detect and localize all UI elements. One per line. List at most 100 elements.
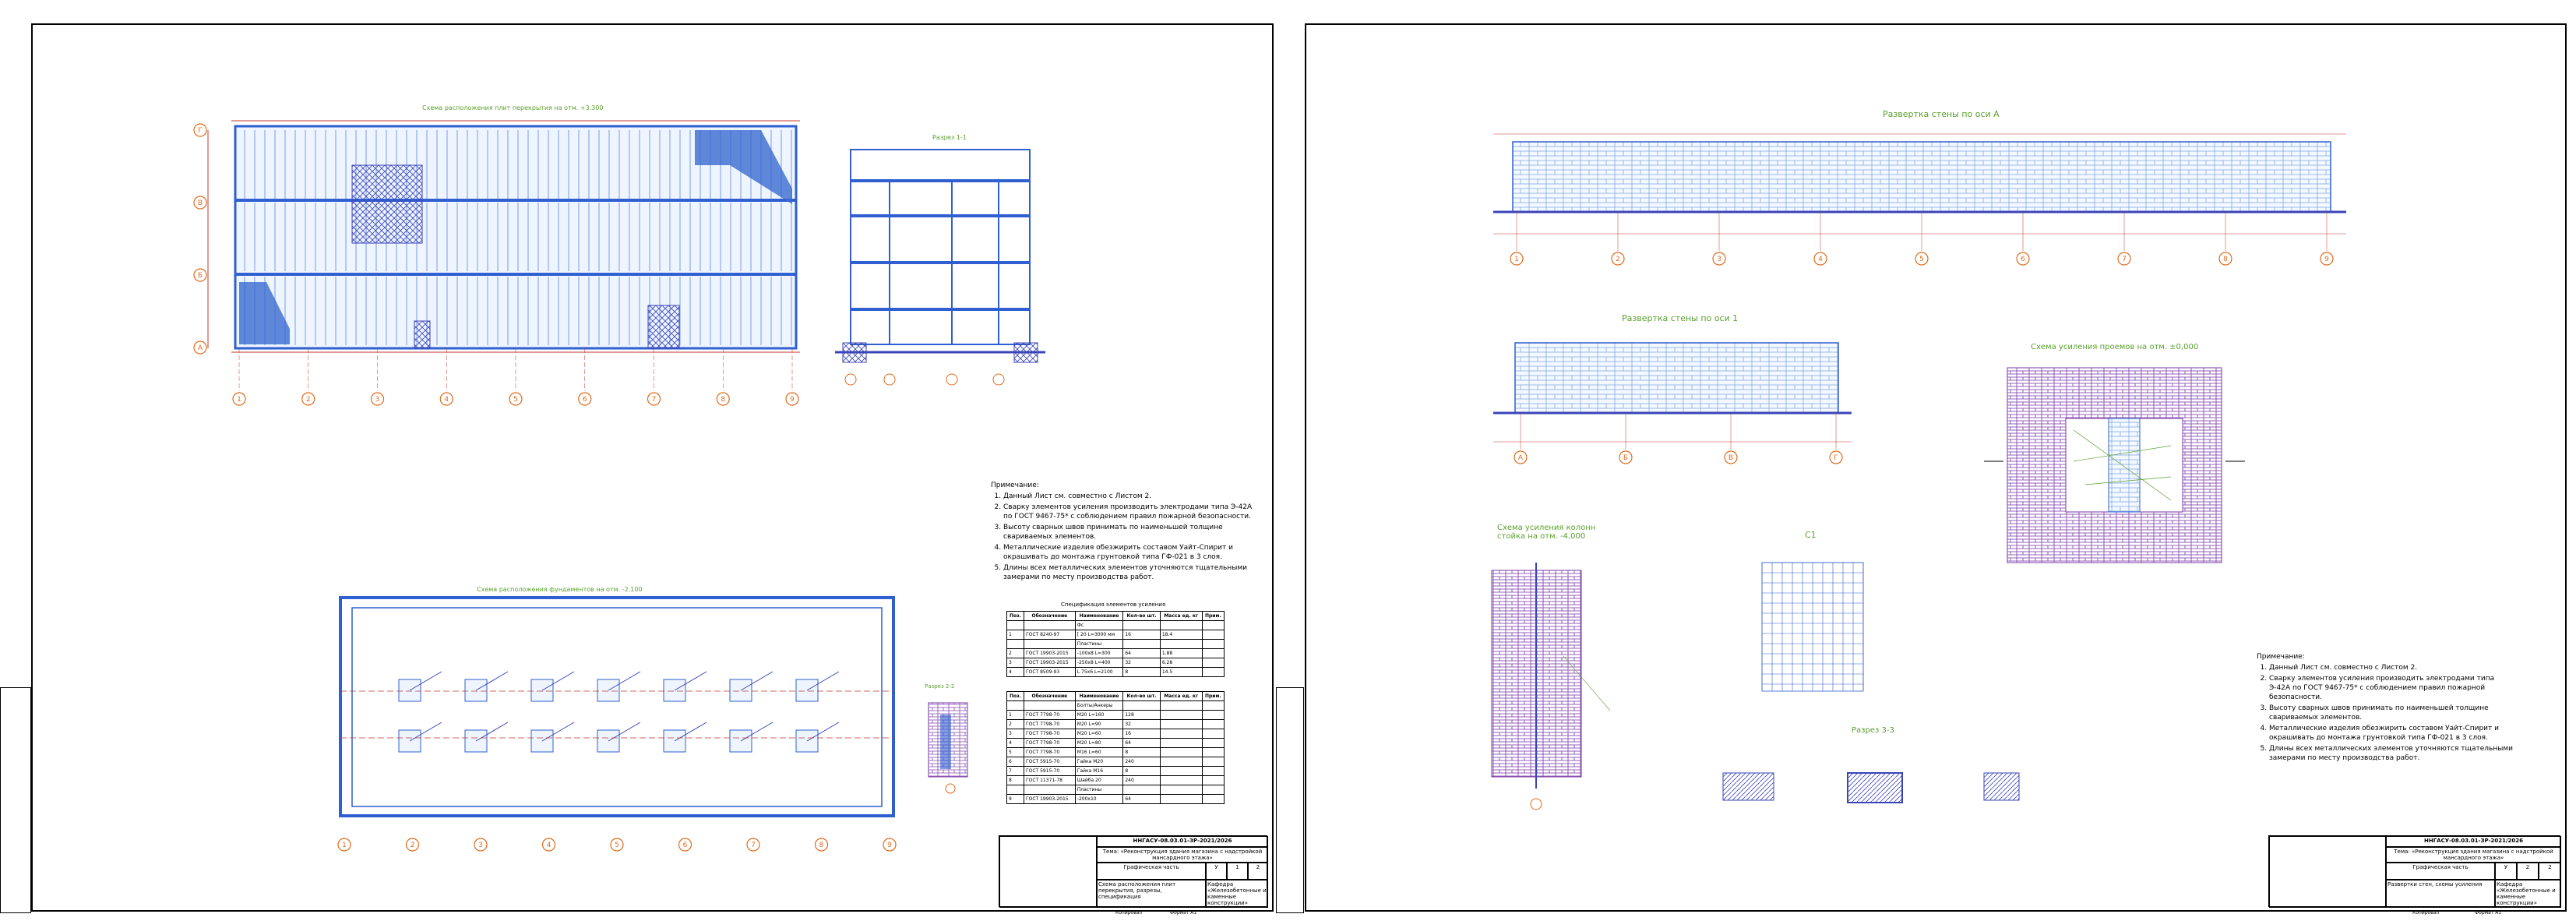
axis-marker: 3 [474,838,488,852]
svg-text:1: 1 [237,396,241,404]
spec-cell [1159,620,1203,630]
svg-text:9: 9 [790,396,795,404]
spec-cell: М20 L=90 [1074,719,1124,729]
stamp-sheet-title: Схема расположения плит перекрытия, разр… [1097,880,1206,908]
section-2-2 [928,702,968,794]
spec-cell: 9 [1006,794,1024,804]
svg-text:Б: Б [1623,454,1628,462]
spec-cell: М16 L=60 [1074,747,1124,757]
spec-cell: 64 [1122,648,1161,658]
spec-cell [1023,620,1076,630]
stamp-sheets: 2 [2539,863,2561,880]
spec-cell [1201,775,1225,785]
sheet2-notes: Примечание: Данный Лист см. совместно с … [2257,652,2518,764]
wall-1-elevation [1493,342,1852,443]
spec-cell: -200x10 [1074,794,1124,804]
spec-header-cell: Обозначение [1023,691,1076,701]
spec-cell: 4 [1006,667,1024,677]
axis-marker: 2 [301,392,315,406]
svg-text:7: 7 [2122,256,2127,263]
spec-cell: Пластины [1074,785,1124,795]
format-label: Формат А1 [2475,910,2502,916]
pilaster-title: Схема усиления колонн стойка на отм. -4,… [1497,524,1596,541]
wall-a-title: Развертка стены по оси А [1883,109,2000,119]
spec-cell [1201,757,1225,767]
spec-cell: ГОСТ 19903-2015 [1023,648,1076,658]
axis-marker: 7 [647,392,661,406]
spec-cell [1006,785,1024,795]
svg-text:4: 4 [547,842,551,849]
axis-marker: 6 [578,392,592,406]
spec-cell [1122,639,1161,649]
spec-cell [1159,738,1203,748]
stamp-org: Кафедра «Железобетонные и каменные конст… [1206,880,1268,908]
spec-cell: 1.88 [1159,648,1203,658]
spec-cell [1006,620,1024,630]
svg-text:2: 2 [1616,256,1620,263]
spec-cell: 240 [1122,757,1161,767]
spec-cell [1122,785,1161,795]
stamp-sheet: 2 [2517,863,2539,880]
c1-title: С1 [1805,530,1817,540]
spec-cell [1201,785,1225,795]
axis-marker: 5 [509,392,523,406]
stamp-signatures [999,836,1097,908]
stamp-org: Кафедра «Железобетонные и каменные конст… [2495,880,2561,908]
svg-text:8: 8 [2223,256,2228,263]
copied-label: Копировал [1115,910,1143,916]
spec-cell: 16 [1122,630,1161,640]
spec-cell [1201,738,1225,748]
spec-row: Пластины [1006,785,1225,795]
left-side-stamp [0,23,31,913]
notes-heading: Примечание: [2257,653,2305,661]
section-title: Разрез 1-1 [932,134,967,141]
axis-marker: 9 [883,838,897,852]
foundation-title: Схема расположения фундаментов на отм. -… [477,586,643,593]
axis-marker: 1 [337,838,351,852]
note-item: Сварку элементов усиления производить эл… [1003,503,1256,521]
spec-cell: 3 [1006,658,1024,668]
spec-cell: 7 [1006,766,1024,776]
opening-title: Схема усиления проемов на отм. ±0,000 [2031,343,2199,351]
notes-heading: Примечание: [991,482,1039,489]
spec-cell: 4 [1006,738,1024,748]
spec-cell: Болты/Анкеры [1074,700,1124,711]
axis-marker: 8 [2218,252,2232,266]
spec-header-cell: Масса ед. кг [1159,691,1203,701]
stamp-sheet: 1 [1227,863,1248,880]
section-1-1 [835,149,1045,363]
axis-marker: 4 [541,838,556,852]
small-section-title: Разрез 2-2 [925,683,955,690]
stamp-title: Графическая часть [1097,863,1206,880]
spec-cell [1006,639,1024,649]
spec-cell [1201,729,1225,739]
note-item: Сварку элементов усиления производить эл… [2269,674,2518,702]
spec-cell: ГОСТ 11371-78 [1023,775,1076,785]
svg-text:3: 3 [375,396,380,404]
spec-cell: 2 [1006,719,1024,729]
stamp-project: Тема: «Реконструкция здания магазина с н… [1097,847,1268,863]
spec-cell: -250x8 L=400 [1074,658,1124,668]
svg-text:4: 4 [1818,256,1823,263]
pilaster-scheme [1491,563,1611,810]
spec-header-cell: Поз. [1006,611,1024,621]
side-stamp-box-2 [1276,687,1304,913]
spec-cell [1159,700,1203,711]
svg-text:2: 2 [306,396,311,404]
svg-text:7: 7 [652,396,657,404]
svg-text:7: 7 [751,842,756,849]
middle-side-stamp [1276,23,1304,913]
spec-cell: 16 [1122,729,1161,739]
svg-text:3: 3 [1717,256,1721,263]
spec-cell: 3 [1006,729,1024,739]
spec-cell: ГОСТ 7798-70 [1023,738,1076,748]
